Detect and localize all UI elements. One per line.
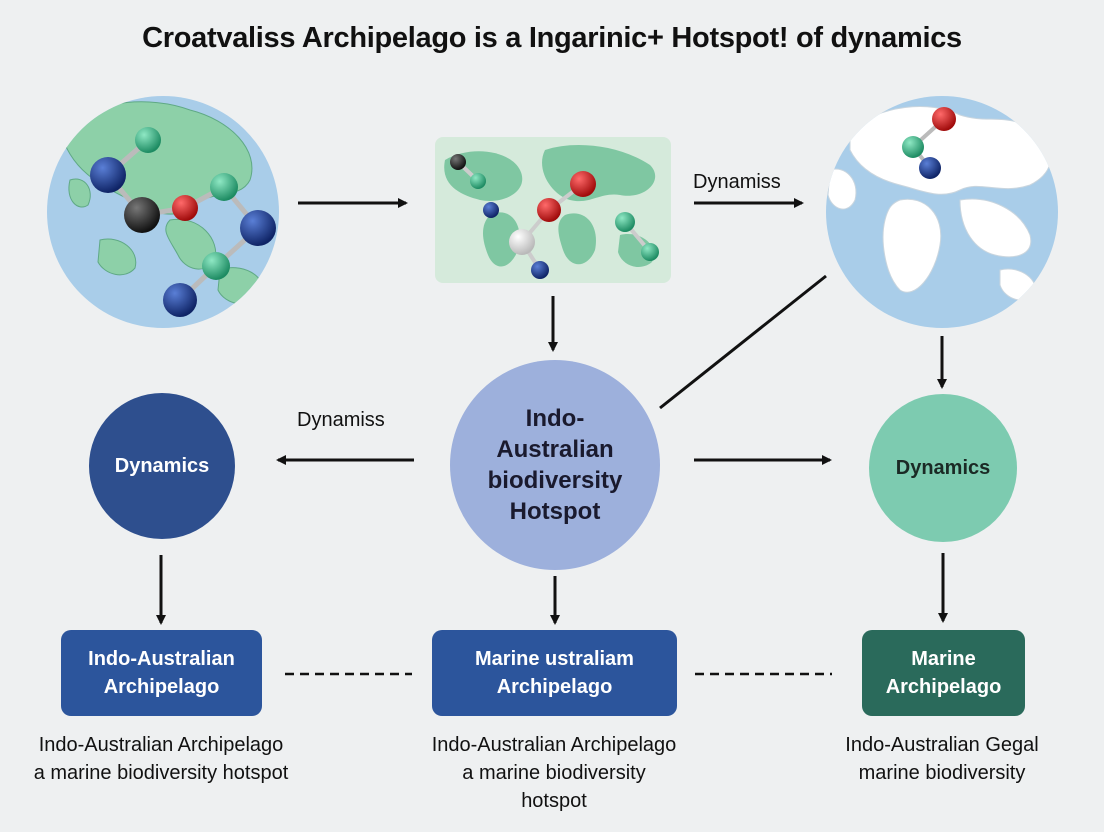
edge-label-top-right: Dynamiss [693, 171, 781, 193]
hotspot-label: Indo- Australian biodiversity Hotspot [487, 405, 623, 525]
box-right: Marine Archipelago [862, 630, 1025, 716]
dynamics-left-label: Dynamics [114, 454, 210, 477]
box-center: Marine ustraliam Archipelago [432, 630, 677, 716]
edge-label-middle-left: Dynamiss [297, 409, 385, 431]
hotspot-node: Indo- Australian biodiversity Hotspot [450, 360, 660, 570]
page-title: Croatvaliss Archipelago is a Ingarinic+ … [142, 22, 962, 54]
right-globe-image [826, 96, 1058, 328]
box-center-label: Marine ustraliam Archipelago [475, 648, 634, 698]
left-globe-image [47, 96, 279, 328]
dynamics-right-node: Dynamics [869, 394, 1017, 542]
dynamics-right-label: Dynamics [895, 456, 991, 479]
caption-center: Indo-Australian Archipelago a marine bio… [431, 734, 677, 812]
box-right-label: Marine Archipelago [885, 648, 1002, 698]
dynamics-left-node: Dynamics [89, 393, 235, 539]
box-left: Indo-Australian Archipelago [61, 630, 262, 716]
center-map-image [435, 137, 671, 283]
caption-right: Indo-Australian Gegal marine biodiversit… [845, 734, 1039, 784]
caption-left: Indo-Australian Archipelago a marine bio… [33, 734, 289, 784]
box-left-label: Indo-Australian Archipelago [88, 648, 235, 698]
connector-hotspot-to-globe [659, 274, 827, 410]
